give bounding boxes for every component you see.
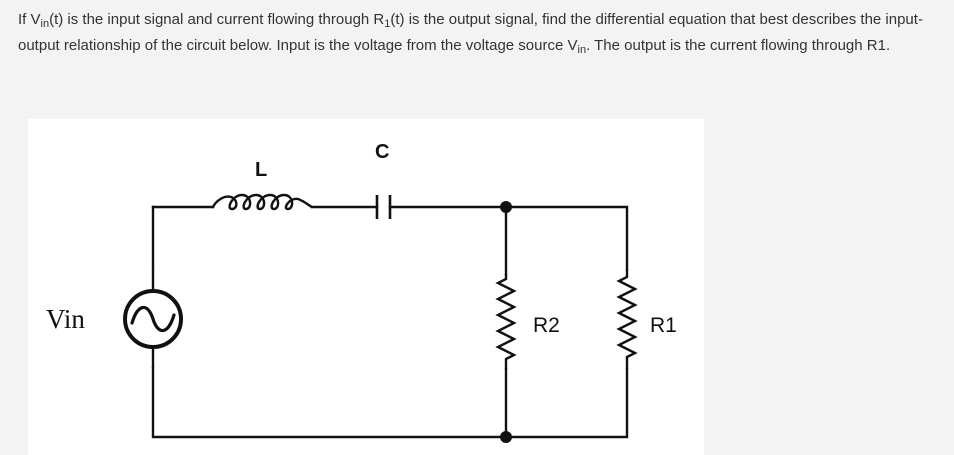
label-vin: Vin [46,304,85,334]
label-l: L [255,159,267,181]
question-part-2: (t) is the input signal and current flow… [49,11,385,28]
wire-r1-bottom [504,367,629,439]
question-part-4: . The output is the current flowing thro… [586,37,891,54]
question-part-1: If V [18,11,41,28]
subscript-in: in [577,44,587,56]
question-text: If Vin(t) is the input signal and curren… [18,7,948,59]
label-r1: R1 [650,314,677,337]
resistor-icon [616,269,638,369]
ac-voltage-source-icon [123,269,183,368]
question-part-3: (t) is the output signal, find the diffe… [18,11,923,54]
wire-left-bottom [151,366,508,439]
circuit-svg: Vin L C R2 R1 [46,141,677,443]
junction-dot-icon [500,431,512,443]
subscript-in: in [40,18,50,30]
resistor-icon [495,274,517,369]
label-r2: R2 [533,314,560,337]
junction-dot-icon [500,201,512,213]
inductor-icon [211,193,314,211]
capacitor-icon [375,195,392,219]
wire-top-right [388,205,629,271]
subscript-1: 1 [384,18,391,30]
circuit-diagram: Vin L C R2 R1 [28,119,704,455]
label-c: C [375,141,389,163]
